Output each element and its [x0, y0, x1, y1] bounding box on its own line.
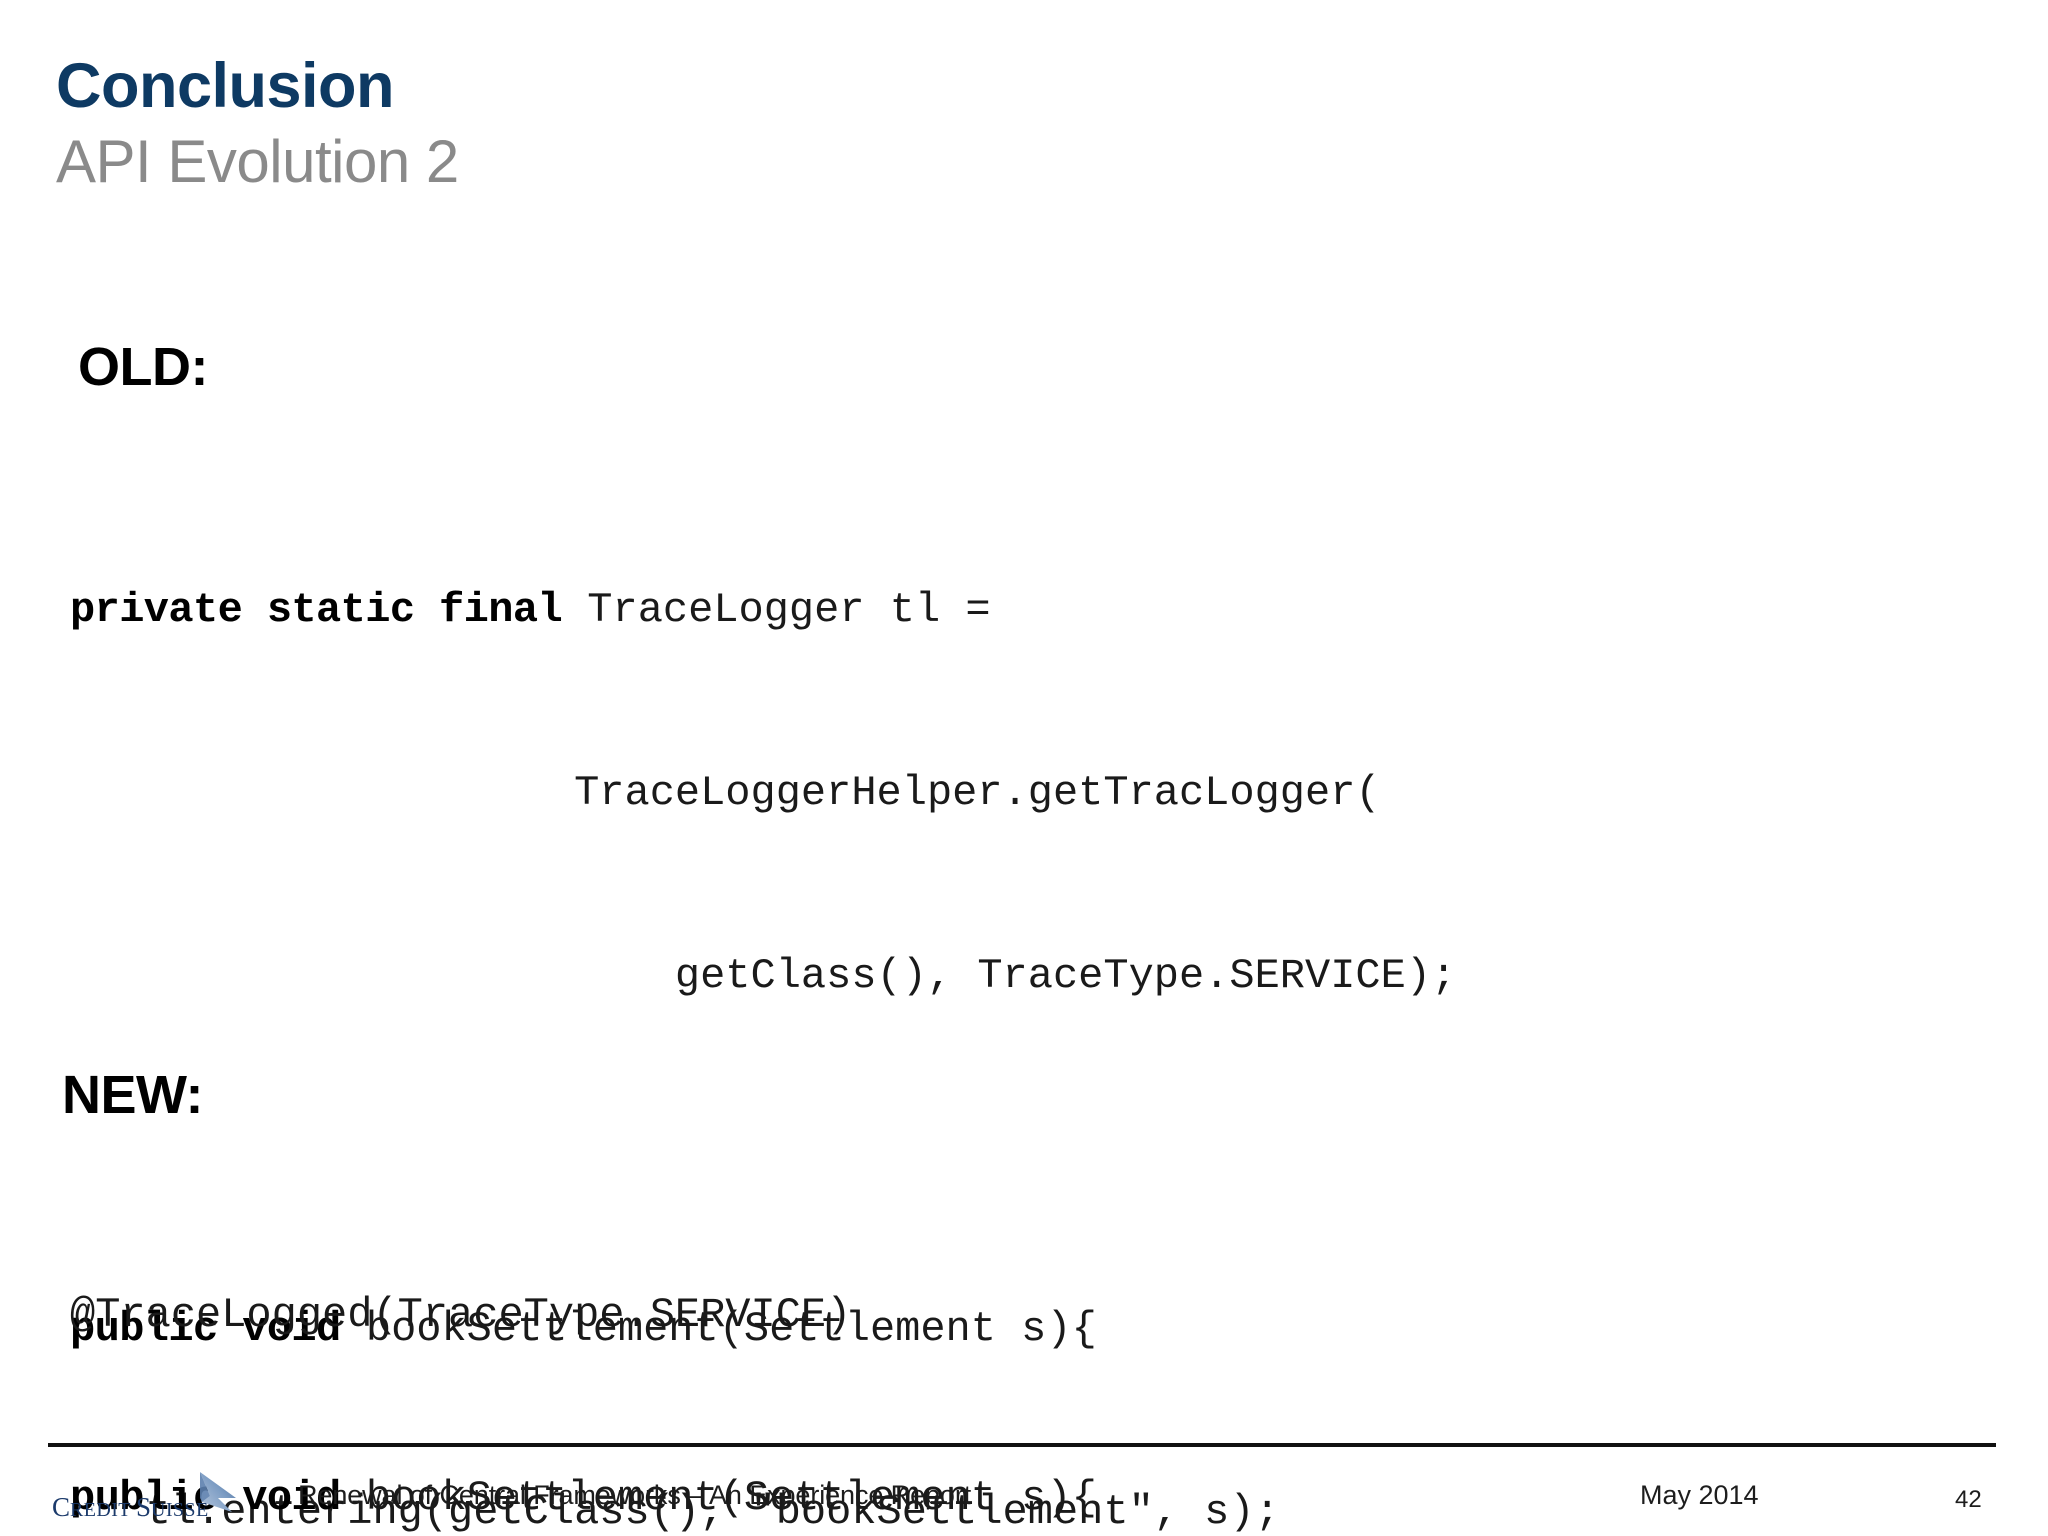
- page-subtitle: API Evolution 2: [56, 128, 459, 196]
- code-line: TraceLoggerHelper.getTracLogger(: [70, 769, 1381, 817]
- section-heading-new: NEW:: [62, 1065, 204, 1125]
- code-text: bookSettlement(Settlement s){: [340, 1474, 1097, 1522]
- footer-title: Renewal of Central Frameworks – An Exper…: [298, 1480, 972, 1510]
- code-line: public void bookSettlement(Settlement s)…: [70, 1299, 1456, 1360]
- code-block-old: private static final TraceLogger tl = Tr…: [70, 458, 1456, 1536]
- code-keyword: public void: [70, 1474, 341, 1522]
- code-block-new: @TraceLogged(TraceType.SERVICE) public v…: [70, 1163, 1097, 1536]
- page-title: Conclusion: [56, 51, 395, 121]
- code-keyword: private static final: [70, 586, 563, 634]
- footer-date: May 2014: [1640, 1480, 1759, 1510]
- svg-text:UISSE: UISSE: [151, 1499, 209, 1521]
- section-heading-old: OLD:: [78, 337, 208, 397]
- credit-suisse-logo: C REDIT S UISSE: [50, 1468, 250, 1530]
- slide-body: OLD: private static final TraceLogger tl…: [0, 320, 2048, 1536]
- code-text: TraceLogger tl =: [562, 586, 991, 634]
- slide-footer: C REDIT S UISSE Renewal of Central Frame…: [0, 1460, 2048, 1536]
- footer-divider: [48, 1443, 1996, 1447]
- code-line: getClass(), TraceType.SERVICE);: [70, 952, 1457, 1000]
- code-line: public void bookSettlement(Settlement s)…: [70, 1468, 1097, 1529]
- footer-page-number: 42: [1955, 1486, 1982, 1513]
- code-keyword: public void: [70, 1305, 341, 1353]
- title-block: Conclusion API Evolution 2: [56, 52, 1756, 195]
- code-line: @TraceLogged(TraceType.SERVICE): [70, 1291, 852, 1339]
- svg-text:C: C: [52, 1492, 70, 1522]
- sail-icon: [200, 1472, 236, 1512]
- code-text: bookSettlement(Settlement s){: [340, 1305, 1097, 1353]
- code-line: private static final TraceLogger tl =: [70, 580, 1456, 641]
- code-line: tl.entering(getClass(), "bookSettlement"…: [70, 1488, 1280, 1536]
- svg-text:S: S: [136, 1492, 151, 1522]
- svg-text:REDIT: REDIT: [70, 1499, 131, 1521]
